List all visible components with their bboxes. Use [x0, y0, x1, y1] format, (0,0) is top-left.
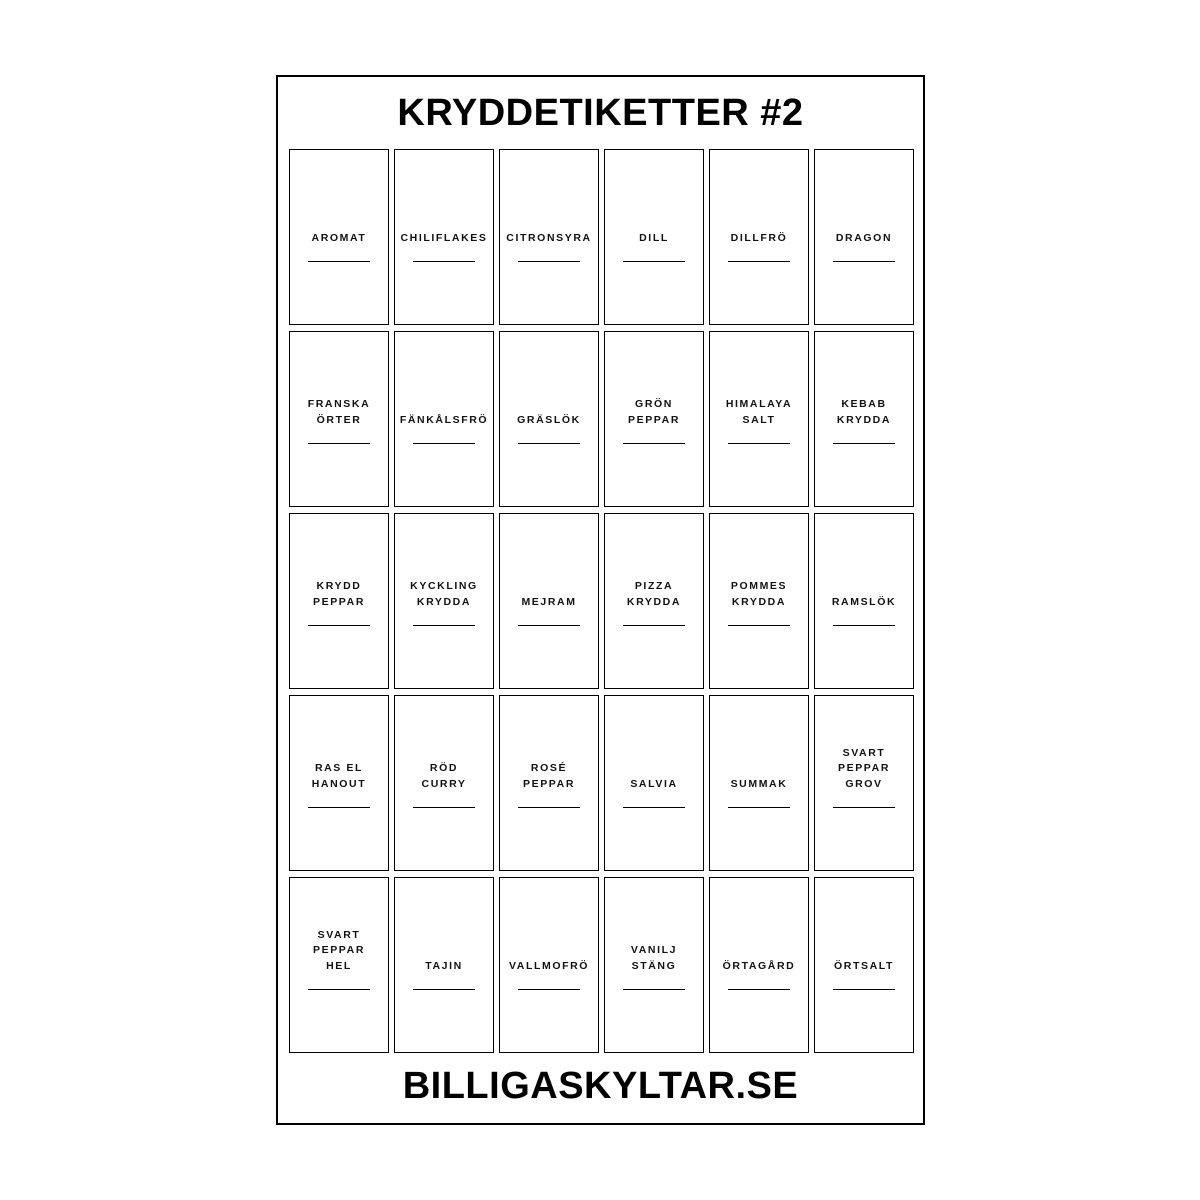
label-text: SVART PEPPAR GROV — [838, 746, 890, 790]
label-text: ÖRTAGÅRD — [722, 959, 796, 972]
label-underline — [833, 625, 895, 626]
label-card: GRÄSLÖK — [499, 331, 599, 507]
label-grid: AROMAT CHILIFLAKES CITRONSYRA DILL DILLF… — [289, 149, 914, 1053]
label-underline — [308, 443, 370, 444]
label-underline — [518, 443, 580, 444]
sheet-title: KRYDDETIKETTER #2 — [397, 92, 804, 134]
label-underline — [623, 807, 685, 808]
label-underline — [728, 807, 790, 808]
label-underline — [308, 261, 370, 262]
label-text: DILLFRÖ — [730, 231, 788, 244]
label-card: VALLMOFRÖ — [499, 877, 599, 1053]
label-card: SALVIA — [604, 695, 704, 871]
label-underline — [413, 989, 475, 990]
label-text: SUMMAK — [730, 777, 788, 790]
label-text: VANILJ STÄNG — [630, 944, 678, 972]
label-text: RAS EL HANOUT — [311, 762, 367, 790]
label-card: CHILIFLAKES — [394, 149, 494, 325]
label-underline — [518, 989, 580, 990]
label-sheet: KRYDDETIKETTER #2 AROMAT CHILIFLAKES CIT… — [276, 75, 925, 1125]
label-underline — [413, 443, 475, 444]
label-card: DILL — [604, 149, 704, 325]
label-card: FRANSKA ÖRTER — [289, 331, 389, 507]
label-underline — [728, 989, 790, 990]
label-underline — [728, 261, 790, 262]
label-card: SVART PEPPAR HEL — [289, 877, 389, 1053]
label-underline — [728, 625, 790, 626]
label-card: POMMES KRYDDA — [709, 513, 809, 689]
label-card: VANILJ STÄNG — [604, 877, 704, 1053]
label-underline — [623, 261, 685, 262]
label-card: HIMALAYA SALT — [709, 331, 809, 507]
label-card: MEJRAM — [499, 513, 599, 689]
label-text: CITRONSYRA — [506, 231, 592, 244]
label-text: POMMES KRYDDA — [730, 580, 788, 608]
label-underline — [623, 443, 685, 444]
label-text: SALVIA — [630, 777, 678, 790]
label-card: CITRONSYRA — [499, 149, 599, 325]
label-card: RAMSLÖK — [814, 513, 914, 689]
label-underline — [623, 989, 685, 990]
label-text: MEJRAM — [521, 595, 577, 608]
label-underline — [518, 807, 580, 808]
label-card: PIZZA KRYDDA — [604, 513, 704, 689]
label-card: GRÖN PEPPAR — [604, 331, 704, 507]
label-underline — [728, 443, 790, 444]
label-card: KRYDD PEPPAR — [289, 513, 389, 689]
label-text: TAJIN — [425, 959, 463, 972]
label-text: DILL — [639, 231, 669, 244]
label-card: DRAGON — [814, 149, 914, 325]
label-card: KEBAB KRYDDA — [814, 331, 914, 507]
label-card: RÖD CURRY — [394, 695, 494, 871]
label-text: KYCKLING KRYDDA — [410, 580, 478, 608]
label-card: SUMMAK — [709, 695, 809, 871]
label-card: TAJIN — [394, 877, 494, 1053]
label-text: CHILIFLAKES — [400, 231, 488, 244]
label-text: KRYDD PEPPAR — [313, 580, 365, 608]
label-underline — [518, 261, 580, 262]
sheet-footer: BILLIGASKYLTAR.SE — [402, 1065, 799, 1107]
label-card: ÖRTAGÅRD — [709, 877, 809, 1053]
label-text: GRÄSLÖK — [517, 413, 581, 426]
label-card: ÖRTSALT — [814, 877, 914, 1053]
label-text: DRAGON — [835, 231, 893, 244]
label-text: ROSÉ PEPPAR — [523, 762, 575, 790]
label-card: KYCKLING KRYDDA — [394, 513, 494, 689]
label-text: PIZZA KRYDDA — [626, 580, 682, 608]
label-underline — [308, 989, 370, 990]
label-text: KEBAB KRYDDA — [836, 398, 892, 426]
label-card: ROSÉ PEPPAR — [499, 695, 599, 871]
label-text: SVART PEPPAR HEL — [313, 928, 365, 972]
label-text: HIMALAYA SALT — [725, 398, 793, 426]
label-card: AROMAT — [289, 149, 389, 325]
label-text: FRANSKA ÖRTER — [307, 398, 371, 426]
label-underline — [623, 625, 685, 626]
label-underline — [308, 807, 370, 808]
label-text: RÖD CURRY — [421, 762, 467, 790]
label-underline — [833, 443, 895, 444]
label-card: RAS EL HANOUT — [289, 695, 389, 871]
label-underline — [833, 261, 895, 262]
label-text: RAMSLÖK — [831, 595, 897, 608]
label-card: SVART PEPPAR GROV — [814, 695, 914, 871]
label-text: VALLMOFRÖ — [508, 959, 590, 972]
label-text: AROMAT — [311, 231, 367, 244]
label-underline — [833, 989, 895, 990]
label-underline — [413, 625, 475, 626]
label-underline — [413, 807, 475, 808]
label-text: GRÖN PEPPAR — [628, 398, 680, 426]
label-underline — [518, 625, 580, 626]
label-card: DILLFRÖ — [709, 149, 809, 325]
label-text: ÖRTSALT — [834, 959, 894, 972]
label-card: FÄNKÅLSFRÖ — [394, 331, 494, 507]
label-underline — [833, 807, 895, 808]
label-text: FÄNKÅLSFRÖ — [399, 413, 489, 426]
label-underline — [413, 261, 475, 262]
label-underline — [308, 625, 370, 626]
